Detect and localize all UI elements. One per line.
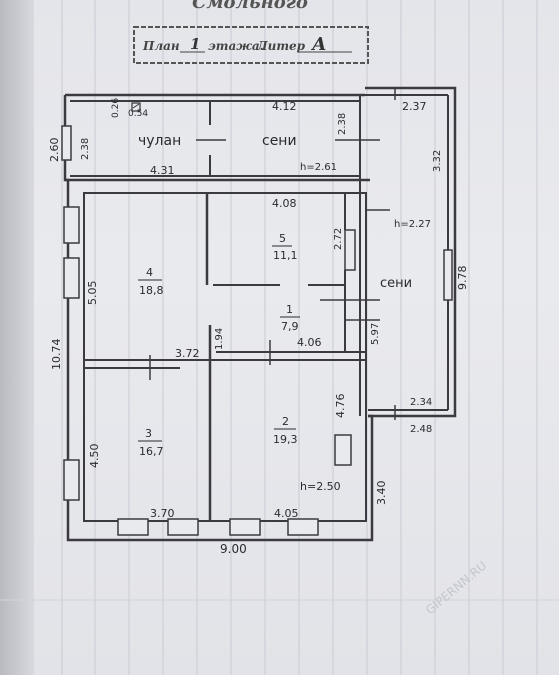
room3-area: 16,7 <box>139 445 164 458</box>
top-script-text: Смольного <box>192 0 308 13</box>
watermark-text: GIPERNN.RU <box>423 558 489 617</box>
windows <box>61 125 453 536</box>
side-hall-depth-a: 3.32 <box>432 150 443 172</box>
stamp-floor-number: 1 <box>190 35 200 53</box>
hall-top-height: h=2.61 <box>300 162 337 173</box>
room5-width: 4.08 <box>272 197 297 210</box>
side-hall-height: h=2.27 <box>394 219 431 230</box>
room2-number: 2 <box>282 415 289 428</box>
room4-area: 18,8 <box>139 284 164 297</box>
room2-area: 19,3 <box>273 433 298 446</box>
closet-depth: 2.38 <box>80 138 91 160</box>
room3-width-bottom: 3.70 <box>150 507 175 520</box>
room4-depth: 5.05 <box>86 281 99 306</box>
room1-depth: 1.94 <box>214 328 225 350</box>
room1-number: 1 <box>286 303 293 316</box>
plan-labels: 0.26 0.54 4.12 чулан 4.31 2.38 2.60 сени… <box>48 98 469 556</box>
room1-width: 4.06 <box>297 336 322 349</box>
stamp-liter-word: Литер <box>256 39 306 53</box>
room3-depth: 4.50 <box>88 444 101 469</box>
side-hall-width-bottom: 2.34 <box>410 397 432 408</box>
closet-width-bottom: 4.31 <box>150 164 175 177</box>
side-hall-name: сени <box>380 276 412 291</box>
room2-height: h=2.50 <box>300 480 341 493</box>
room2-depth: 4.76 <box>334 394 347 419</box>
overall-width: 9.00 <box>220 542 247 556</box>
overall-depth: 10.74 <box>50 339 63 371</box>
annex-offset-dim: 3.40 <box>375 481 388 506</box>
sheet-edge-shadow <box>0 0 34 675</box>
closet-outer-depth: 2.60 <box>48 138 61 163</box>
chimney-symbol <box>131 102 141 112</box>
room1-area: 7,9 <box>281 320 299 333</box>
room2-width-bottom: 4.05 <box>274 507 299 520</box>
room5-number: 5 <box>279 232 286 245</box>
side-hall-depth-total: 9.78 <box>456 266 469 291</box>
side-hall-width-top: 2.37 <box>402 100 427 113</box>
room3-width-top: 3.72 <box>175 347 200 360</box>
chimney-dim-b: 0.54 <box>128 109 148 119</box>
closet-name: чулан <box>138 133 181 149</box>
hall-top-name: сени <box>262 133 297 149</box>
closet-width-top: 4.12 <box>272 100 297 113</box>
room4-number: 4 <box>146 266 153 279</box>
room5-area: 11,1 <box>273 249 298 262</box>
hall-top-depth: 2.38 <box>337 113 348 135</box>
stamp-floor-word: этажа. <box>208 39 264 53</box>
room3-number: 3 <box>145 427 152 440</box>
side-hall-depth-b: 5.97 <box>370 323 381 345</box>
walls <box>63 86 457 542</box>
door-marks <box>149 88 396 420</box>
room5-depth: 2.72 <box>333 228 344 250</box>
chimney-dim-a: 0.26 <box>111 98 121 118</box>
stamp-plan-word: План <box>142 39 180 53</box>
side-hall-width-outer: 2.48 <box>410 424 432 435</box>
plan-stamp: План 1 этажа. Литер А <box>133 26 369 64</box>
stamp-liter-letter: А <box>310 34 327 55</box>
